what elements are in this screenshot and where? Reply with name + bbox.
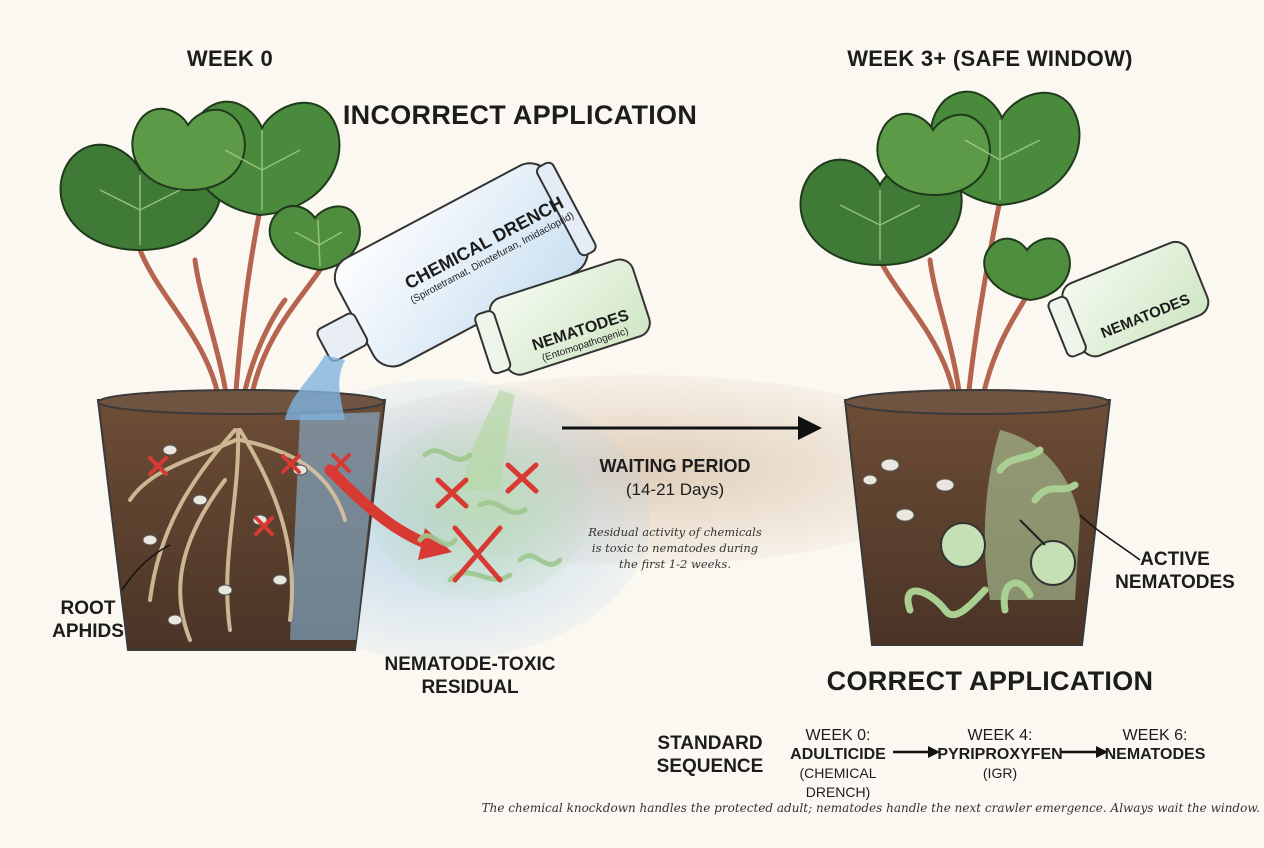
leaf xyxy=(268,204,361,272)
week-3-safe-window-label: WEEK 3+ (SAFE WINDOW) xyxy=(847,46,1133,71)
residual-note-line-3: the first 1-2 weeks. xyxy=(619,557,731,571)
active-nematodes-line-1: ACTIVE xyxy=(1140,549,1210,570)
active-nematodes-label: ACTIVE NEMATODES xyxy=(1110,548,1240,594)
sequence-step-week: WEEK 4: xyxy=(967,727,1033,744)
right-nematode-jar xyxy=(1047,240,1210,358)
correct-application-title: CORRECT APPLICATION xyxy=(826,666,1154,696)
residual-note-line-1: Residual activity of chemicals xyxy=(588,525,762,539)
sequence-step-detail: (CHEMICAL DRENCH) xyxy=(799,765,877,800)
active-nematodes-line-2: NEMATODES xyxy=(1115,572,1235,593)
week-0-label: WEEK 0 xyxy=(186,46,274,71)
residual-note-line-2: is toxic to nematodes during xyxy=(591,541,759,555)
residual-line-2: RESIDUAL xyxy=(421,677,519,698)
sequence-step-detail: (IGR) xyxy=(982,765,1018,781)
root-aphids-line-2: APHIDS xyxy=(52,621,124,642)
standard-sequence-line-1: STANDARD xyxy=(657,733,763,754)
nematode-toxic-residual-label: NEMATODE-TOXIC RESIDUAL xyxy=(380,653,560,699)
waiting-period-title: WAITING PERIOD xyxy=(599,456,751,476)
leaf xyxy=(983,237,1071,302)
sequence-step-week-0: WEEK 0: ADULTICIDE (CHEMICAL DRENCH) xyxy=(768,726,908,802)
sequence-step-name: NEMATODES xyxy=(1104,746,1206,763)
right-plant xyxy=(799,90,1081,403)
sequence-step-name: PYRIPROXYFEN xyxy=(937,746,1063,763)
leaf xyxy=(876,112,991,197)
sequence-step-name: ADULTICIDE xyxy=(790,746,886,763)
left-plant xyxy=(59,100,361,408)
chemical-bottle xyxy=(316,161,597,368)
sequence-step-week: WEEK 0: xyxy=(805,727,871,744)
sequence-step-week-4: WEEK 4: PYRIPROXYFEN (IGR) xyxy=(935,726,1065,783)
root-aphids-label: ROOT APHIDS xyxy=(48,597,128,643)
root-aphids-line-1: ROOT xyxy=(60,598,116,619)
right-pot xyxy=(843,389,1112,646)
waiting-period: WAITING PERIOD (14-21 Days) xyxy=(575,456,775,500)
residual-line-1: NEMATODE-TOXIC xyxy=(384,654,556,675)
waiting-period-days: (14-21 Days) xyxy=(625,480,725,499)
water-stream xyxy=(285,355,345,420)
leaf xyxy=(131,107,246,192)
left-nematode-jar xyxy=(474,258,651,376)
incorrect-application-title: INCORRECT APPLICATION xyxy=(342,100,698,130)
standard-sequence-line-2: SEQUENCE xyxy=(656,756,764,777)
standard-sequence-title: STANDARD SEQUENCE xyxy=(655,732,765,778)
nematode-pour xyxy=(460,390,515,490)
footer-note: The chemical knockdown handles the prote… xyxy=(481,801,1260,815)
flow-arrow-red xyxy=(324,464,436,551)
left-pot xyxy=(96,389,387,651)
residual-note: Residual activity of chemicals is toxic … xyxy=(580,524,770,572)
sequence-step-week: WEEK 6: xyxy=(1122,727,1188,744)
sequence-step-week-6: WEEK 6: NEMATODES xyxy=(1100,726,1210,764)
